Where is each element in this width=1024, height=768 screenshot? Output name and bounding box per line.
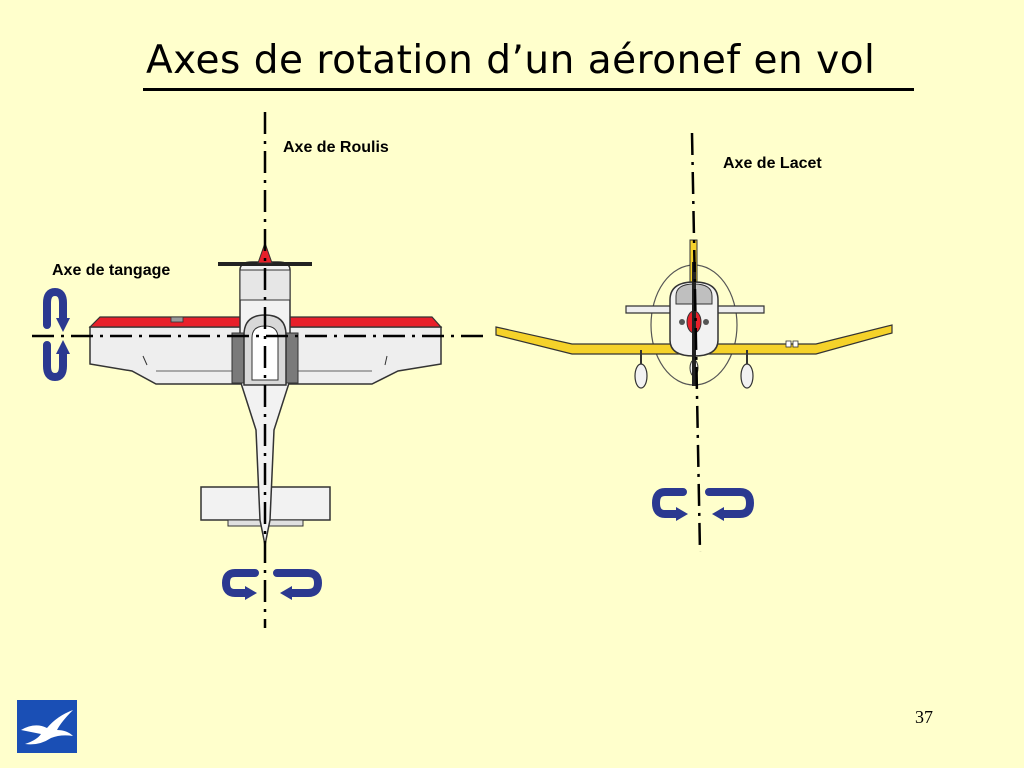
front-view-aircraft — [495, 239, 893, 389]
top-view-propeller — [218, 262, 312, 266]
pitch-axis-label: Axe de tangage — [52, 262, 171, 279]
top-view-spinner — [257, 241, 273, 264]
front-view-left-wheel — [634, 363, 648, 389]
rotation-arrow-icon — [221, 569, 259, 597]
pitch-rotation-arrows — [43, 287, 67, 382]
rotation-arrow-icon — [705, 488, 755, 518]
roll-rotation-arrows — [221, 569, 323, 597]
rotation-arrow-icon — [43, 287, 67, 329]
yaw-rotation-arrows — [651, 488, 755, 518]
front-view-right-wheel — [740, 363, 754, 389]
swallow-logo-icon — [17, 700, 77, 753]
page-number: 37 — [915, 707, 933, 727]
title-underline — [143, 88, 914, 91]
rotation-arrow-icon — [651, 488, 687, 518]
roll-axis-label: Axe de Roulis — [283, 139, 389, 156]
yaw-axis-line — [690, 132, 702, 553]
yaw-axis-label: Axe de Lacet — [723, 155, 822, 172]
slide-title: Axes de rotation d’un aéronef en vol — [146, 38, 876, 83]
rotation-arrow-icon — [43, 341, 67, 382]
rotation-arrow-icon — [273, 569, 323, 597]
